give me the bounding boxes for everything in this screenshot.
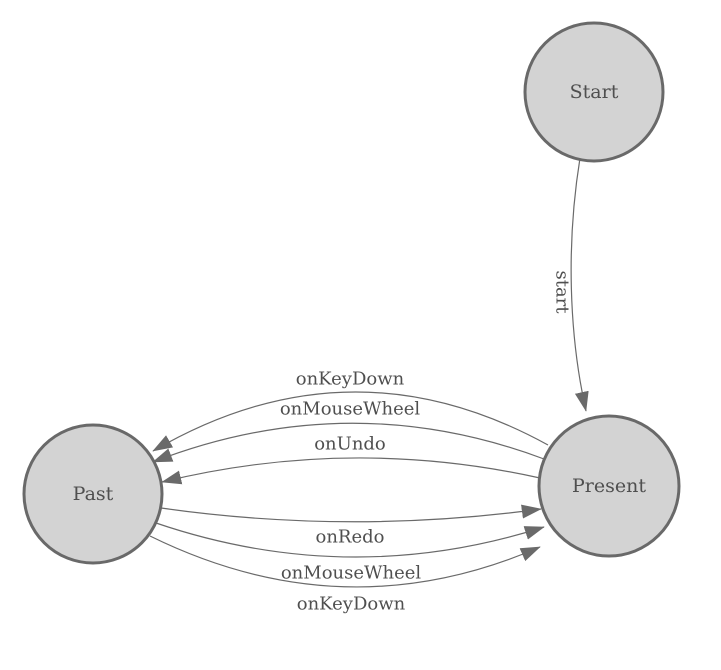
edge-label-onkeydown-bottom: onKeyDown (297, 594, 406, 615)
edge-present-to-past-onundo (161, 457, 541, 485)
state-node-present-label: Present (572, 475, 646, 497)
edge-present-to-past-onkeydown (152, 391, 549, 452)
edge-label-onundo: onUndo (314, 434, 386, 455)
edge-label-start: start (552, 270, 573, 314)
edges-layer (149, 157, 589, 588)
edge-start-to-present (570, 157, 589, 412)
edge-label-onkeydown-top: onKeyDown (296, 369, 405, 390)
edge-past-to-present-onkeydown (149, 535, 541, 588)
state-node-past (22, 423, 164, 565)
state-node-start (523, 21, 665, 163)
state-node-present (537, 414, 681, 558)
state-node-start-label: Start (570, 81, 619, 103)
edge-present-to-past-onmousewheel (152, 422, 545, 463)
edge-label-onmousewheel-bottom: onMouseWheel (281, 563, 422, 584)
edge-labels-layer: start onKeyDown onMouseWheel onUndo onRe… (280, 270, 573, 614)
state-node-past-label: Past (73, 483, 114, 505)
edge-past-to-present-onredo (160, 504, 542, 523)
nodes-layer: Start Present Past (22, 21, 681, 565)
edge-past-to-present-onmousewheel (155, 522, 545, 558)
edge-label-onmousewheel-top: onMouseWheel (280, 399, 421, 420)
edge-label-onredo: onRedo (316, 527, 385, 548)
